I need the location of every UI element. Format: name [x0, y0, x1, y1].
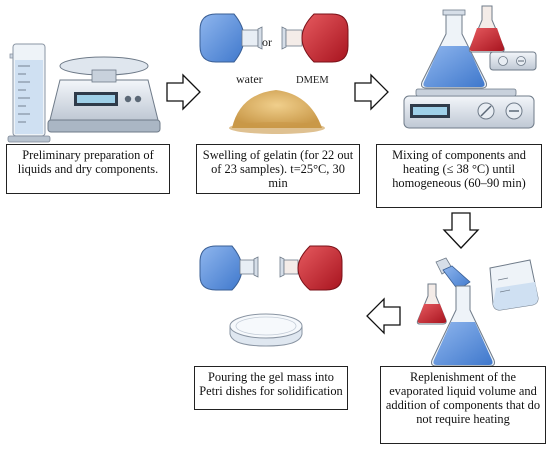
arrow-down [442, 212, 480, 249]
small-pour-flask-icon [435, 257, 471, 291]
or-label: or [262, 35, 272, 49]
step-box-preparation: Preliminary preparation of liquids and d… [6, 144, 170, 194]
blue-erlenmeyer-flask-icon [431, 285, 495, 367]
water-flask-small-icon [199, 245, 259, 291]
dmem-flask-icon [281, 13, 349, 63]
red-flask-icon [416, 283, 447, 325]
water-label: water [236, 72, 263, 86]
water-flask-icon [199, 13, 263, 63]
mixing-flask-blue-icon [421, 9, 487, 89]
arrow-right-2 [354, 73, 389, 111]
step-box-gelatin-swelling: Swelling of gelatin (for 22 out of 23 sa… [196, 144, 360, 194]
dmem-label: DMEM [296, 75, 329, 86]
step-box-mixing-heating: Mixing of components and heating (≤ 38 °… [376, 144, 542, 208]
petri-dish-icon [229, 313, 303, 347]
dmem-flask-small-icon [279, 245, 343, 291]
mixing-flask-red-icon [468, 5, 505, 53]
step-box-replenishment: Replenishment of the evaporated liquid v… [380, 366, 546, 444]
lab-scale-icon [47, 56, 161, 133]
small-device-icon [489, 51, 537, 71]
arrow-left [366, 297, 401, 335]
beaker-icon [489, 259, 539, 311]
graduated-cylinder-icon [7, 43, 51, 143]
gelatin-powder-icon [229, 90, 325, 134]
arrow-right-1 [166, 73, 201, 111]
magnetic-stirrer-icon [403, 88, 535, 129]
step-box-pouring: Pouring the gel mass into Petri dishes f… [194, 366, 348, 410]
